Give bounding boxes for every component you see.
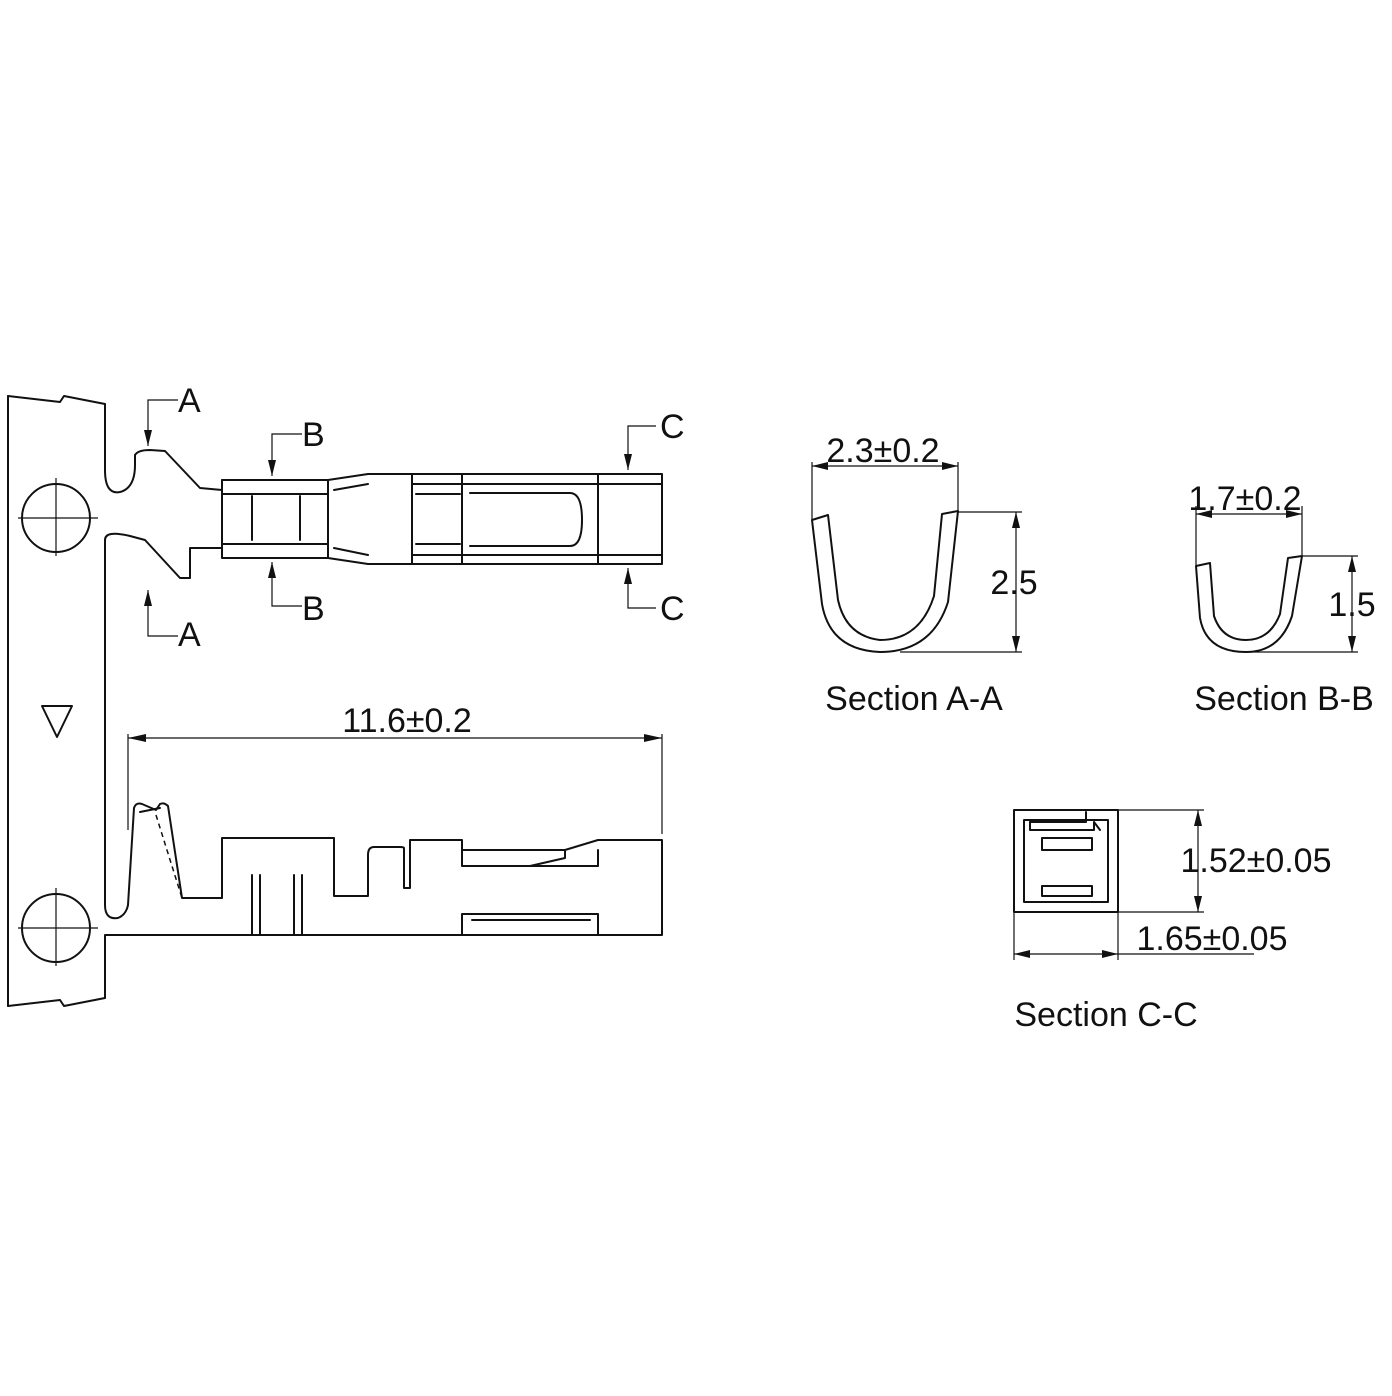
section-a-a: 2.3±0.2 2.5 Section A-A	[811, 432, 1038, 718]
section-c-c: 1.52±0.05 1.65±0.05 Section C-C	[1013, 809, 1332, 1034]
section-c-width: 1.65±0.05	[1136, 920, 1287, 958]
pilot-hole-top	[18, 478, 98, 556]
label-c-bottom: C	[660, 590, 685, 628]
label-b-top: B	[302, 416, 325, 454]
section-b-width: 1.7±0.2	[1188, 480, 1301, 518]
section-c-caption: Section C-C	[1014, 996, 1197, 1034]
label-c-top: C	[660, 408, 685, 446]
cut-marker-b-top: B	[268, 416, 325, 476]
section-c-height: 1.52±0.05	[1180, 842, 1331, 880]
dimension-overall-length: 11.6±0.2	[127, 702, 663, 834]
pilot-hole-bottom	[18, 888, 98, 966]
label-a-top: A	[178, 382, 201, 420]
label-b-bottom: B	[302, 590, 325, 628]
cut-marker-c-top: C	[624, 408, 685, 470]
section-a-caption: Section A-A	[825, 680, 1003, 718]
cut-marker-a-bottom: A	[144, 590, 201, 654]
cut-marker-c-bottom: C	[624, 568, 685, 628]
cut-marker-a-top: A	[144, 382, 201, 446]
section-a-height: 2.5	[990, 564, 1037, 602]
direction-triangle-icon	[41, 705, 73, 738]
section-b-caption: Section B-B	[1194, 680, 1374, 718]
terminal-top-view	[129, 449, 663, 579]
section-a-width: 2.3±0.2	[826, 432, 939, 470]
section-b-b: 1.7±0.2 1.5 Section B-B	[1188, 480, 1375, 718]
section-b-height: 1.5	[1328, 586, 1375, 624]
cut-marker-b-bottom: B	[268, 562, 325, 628]
label-a-bottom: A	[178, 616, 201, 654]
carrier-strip	[7, 395, 136, 1007]
terminal-side-view	[109, 802, 663, 936]
overall-length-value: 11.6±0.2	[342, 702, 472, 740]
